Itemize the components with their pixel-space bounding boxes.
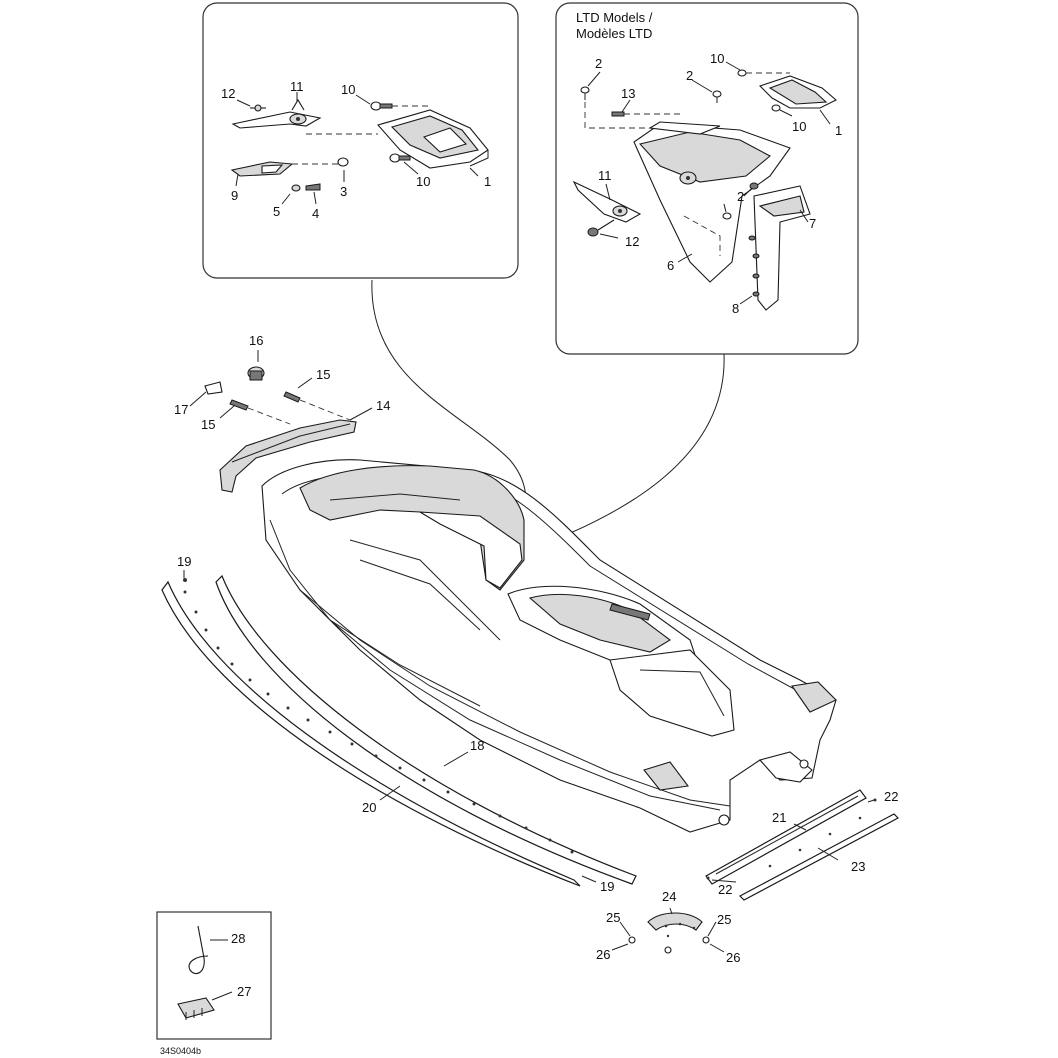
callout-19a: 19 — [177, 554, 191, 569]
callout-25b: 25 — [717, 912, 731, 927]
rear-rub-strips — [705, 789, 899, 901]
callout-r7: 7 — [809, 216, 816, 231]
callout-10b: 10 — [416, 174, 430, 189]
callout-leaders — [183, 350, 875, 1001]
small-parts-inset — [156, 911, 272, 1040]
callout-26a: 26 — [596, 947, 610, 962]
callout-23: 23 — [851, 859, 865, 874]
callout-26b: 26 — [726, 950, 740, 965]
callout-4: 4 — [312, 206, 319, 221]
callout-16: 16 — [249, 333, 263, 348]
rear-grab-handle — [204, 366, 357, 493]
callout-28: 28 — [231, 931, 245, 946]
ltd-detail-inset — [555, 2, 859, 355]
callout-12: 12 — [221, 86, 235, 101]
callout-1: 1 — [484, 174, 491, 189]
callout-5: 5 — [273, 204, 280, 219]
callout-24: 24 — [662, 889, 676, 904]
callout-15a: 15 — [316, 367, 330, 382]
callout-14: 14 — [376, 398, 390, 413]
callout-r10a: 10 — [710, 51, 724, 66]
watercraft-hull — [261, 459, 837, 833]
callout-11: 11 — [290, 79, 304, 94]
callout-15b: 15 — [201, 417, 215, 432]
callout-27: 27 — [237, 984, 251, 999]
callout-r2b: 2 — [686, 68, 693, 83]
callout-r11: 11 — [598, 168, 612, 183]
callout-r8: 8 — [732, 301, 739, 316]
callout-18: 18 — [470, 738, 484, 753]
callout-22a: 22 — [884, 789, 898, 804]
callout-21: 21 — [772, 810, 786, 825]
callout-r1: 1 — [835, 123, 842, 138]
callout-17: 17 — [174, 402, 188, 417]
callout-22b: 22 — [718, 882, 732, 897]
callout-3: 3 — [340, 184, 347, 199]
side-rub-strips — [161, 574, 637, 887]
callout-25a: 25 — [606, 910, 620, 925]
ltd-header-line1: LTD Models / — [576, 10, 653, 25]
callout-r6: 6 — [667, 258, 674, 273]
drawing-code: 34S0404b — [160, 1046, 201, 1056]
callout-10: 10 — [341, 82, 355, 97]
callout-r13: 13 — [621, 86, 635, 101]
callout-r10b: 10 — [792, 119, 806, 134]
callout-r2a: 2 — [595, 56, 602, 71]
callout-20: 20 — [362, 800, 376, 815]
left-detail-inset — [202, 2, 519, 279]
callout-r2c: 2 — [737, 189, 744, 204]
callout-19b: 19 — [600, 879, 614, 894]
callout-9: 9 — [231, 188, 238, 203]
callout-r12: 12 — [625, 234, 639, 249]
bumper-piece — [628, 912, 710, 954]
ltd-header-line2: Modèles LTD — [576, 26, 652, 41]
